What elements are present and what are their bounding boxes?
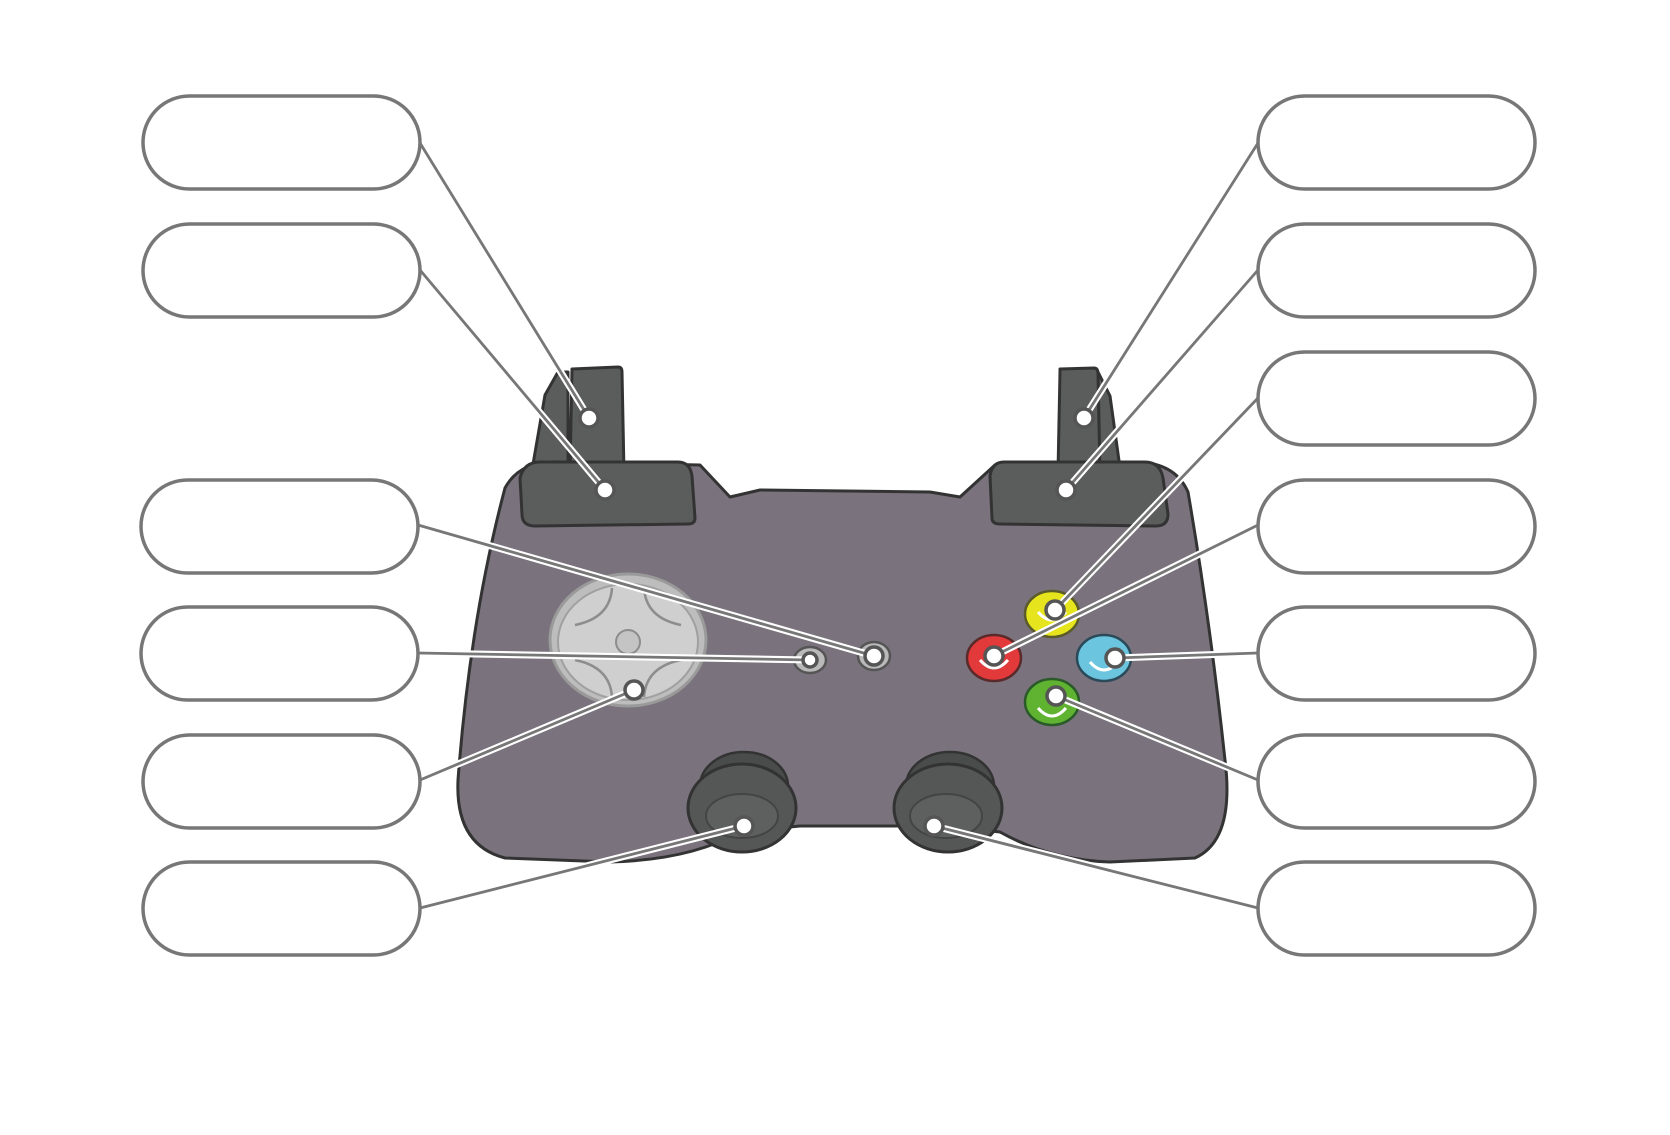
dot-right-trigger — [1073, 407, 1095, 429]
dot-right-stick — [923, 815, 945, 837]
dot-x — [1104, 647, 1126, 669]
leader-a — [1052, 692, 1262, 784]
dot-dpad — [623, 679, 645, 701]
label-right-trigger — [1256, 94, 1537, 191]
label-right-stick — [1256, 860, 1537, 957]
leader-left-bumper — [416, 266, 609, 494]
label-boxes — [139, 94, 1537, 957]
label-left-trigger — [141, 94, 422, 191]
dot-left-trigger — [578, 407, 600, 429]
leader-dpad — [416, 686, 638, 784]
label-y — [1256, 350, 1537, 447]
label-right-bumper — [1256, 222, 1537, 319]
leader-b — [990, 521, 1262, 660]
dot-start — [863, 645, 885, 667]
right-stick — [892, 750, 1004, 854]
button-b-glyph — [978, 658, 1010, 670]
label-dpad — [141, 733, 422, 830]
leader-right-trigger — [1080, 139, 1262, 422]
anchor-dots — [578, 407, 1126, 837]
leader-lines — [414, 139, 1262, 912]
label-x — [1256, 605, 1537, 702]
dot-left-bumper — [594, 479, 616, 501]
dot-y — [1044, 599, 1066, 621]
dot-back — [801, 651, 819, 669]
leader-right-stick — [930, 822, 1262, 912]
label-left-bumper — [141, 222, 422, 319]
dpad-cross — [574, 587, 682, 698]
label-b — [1256, 478, 1537, 575]
dpad-center — [615, 629, 641, 655]
label-a — [1256, 733, 1537, 830]
label-start — [139, 478, 420, 575]
label-back — [139, 605, 420, 702]
leader-left-stick — [416, 822, 748, 912]
dot-left-stick — [733, 815, 755, 837]
leader-back — [414, 649, 814, 664]
right-bumper — [988, 460, 1170, 528]
controller — [456, 365, 1229, 864]
dot-right-bumper — [1055, 479, 1077, 501]
leader-left-trigger — [416, 139, 593, 422]
leader-right-bumper — [1062, 266, 1262, 494]
dot-b — [983, 645, 1005, 667]
label-left-stick — [141, 860, 422, 957]
button-a-glyph — [1036, 706, 1068, 718]
leader-y — [1051, 394, 1262, 614]
leader-x — [1111, 649, 1262, 662]
dot-a — [1045, 685, 1067, 707]
leader-start — [414, 521, 878, 660]
